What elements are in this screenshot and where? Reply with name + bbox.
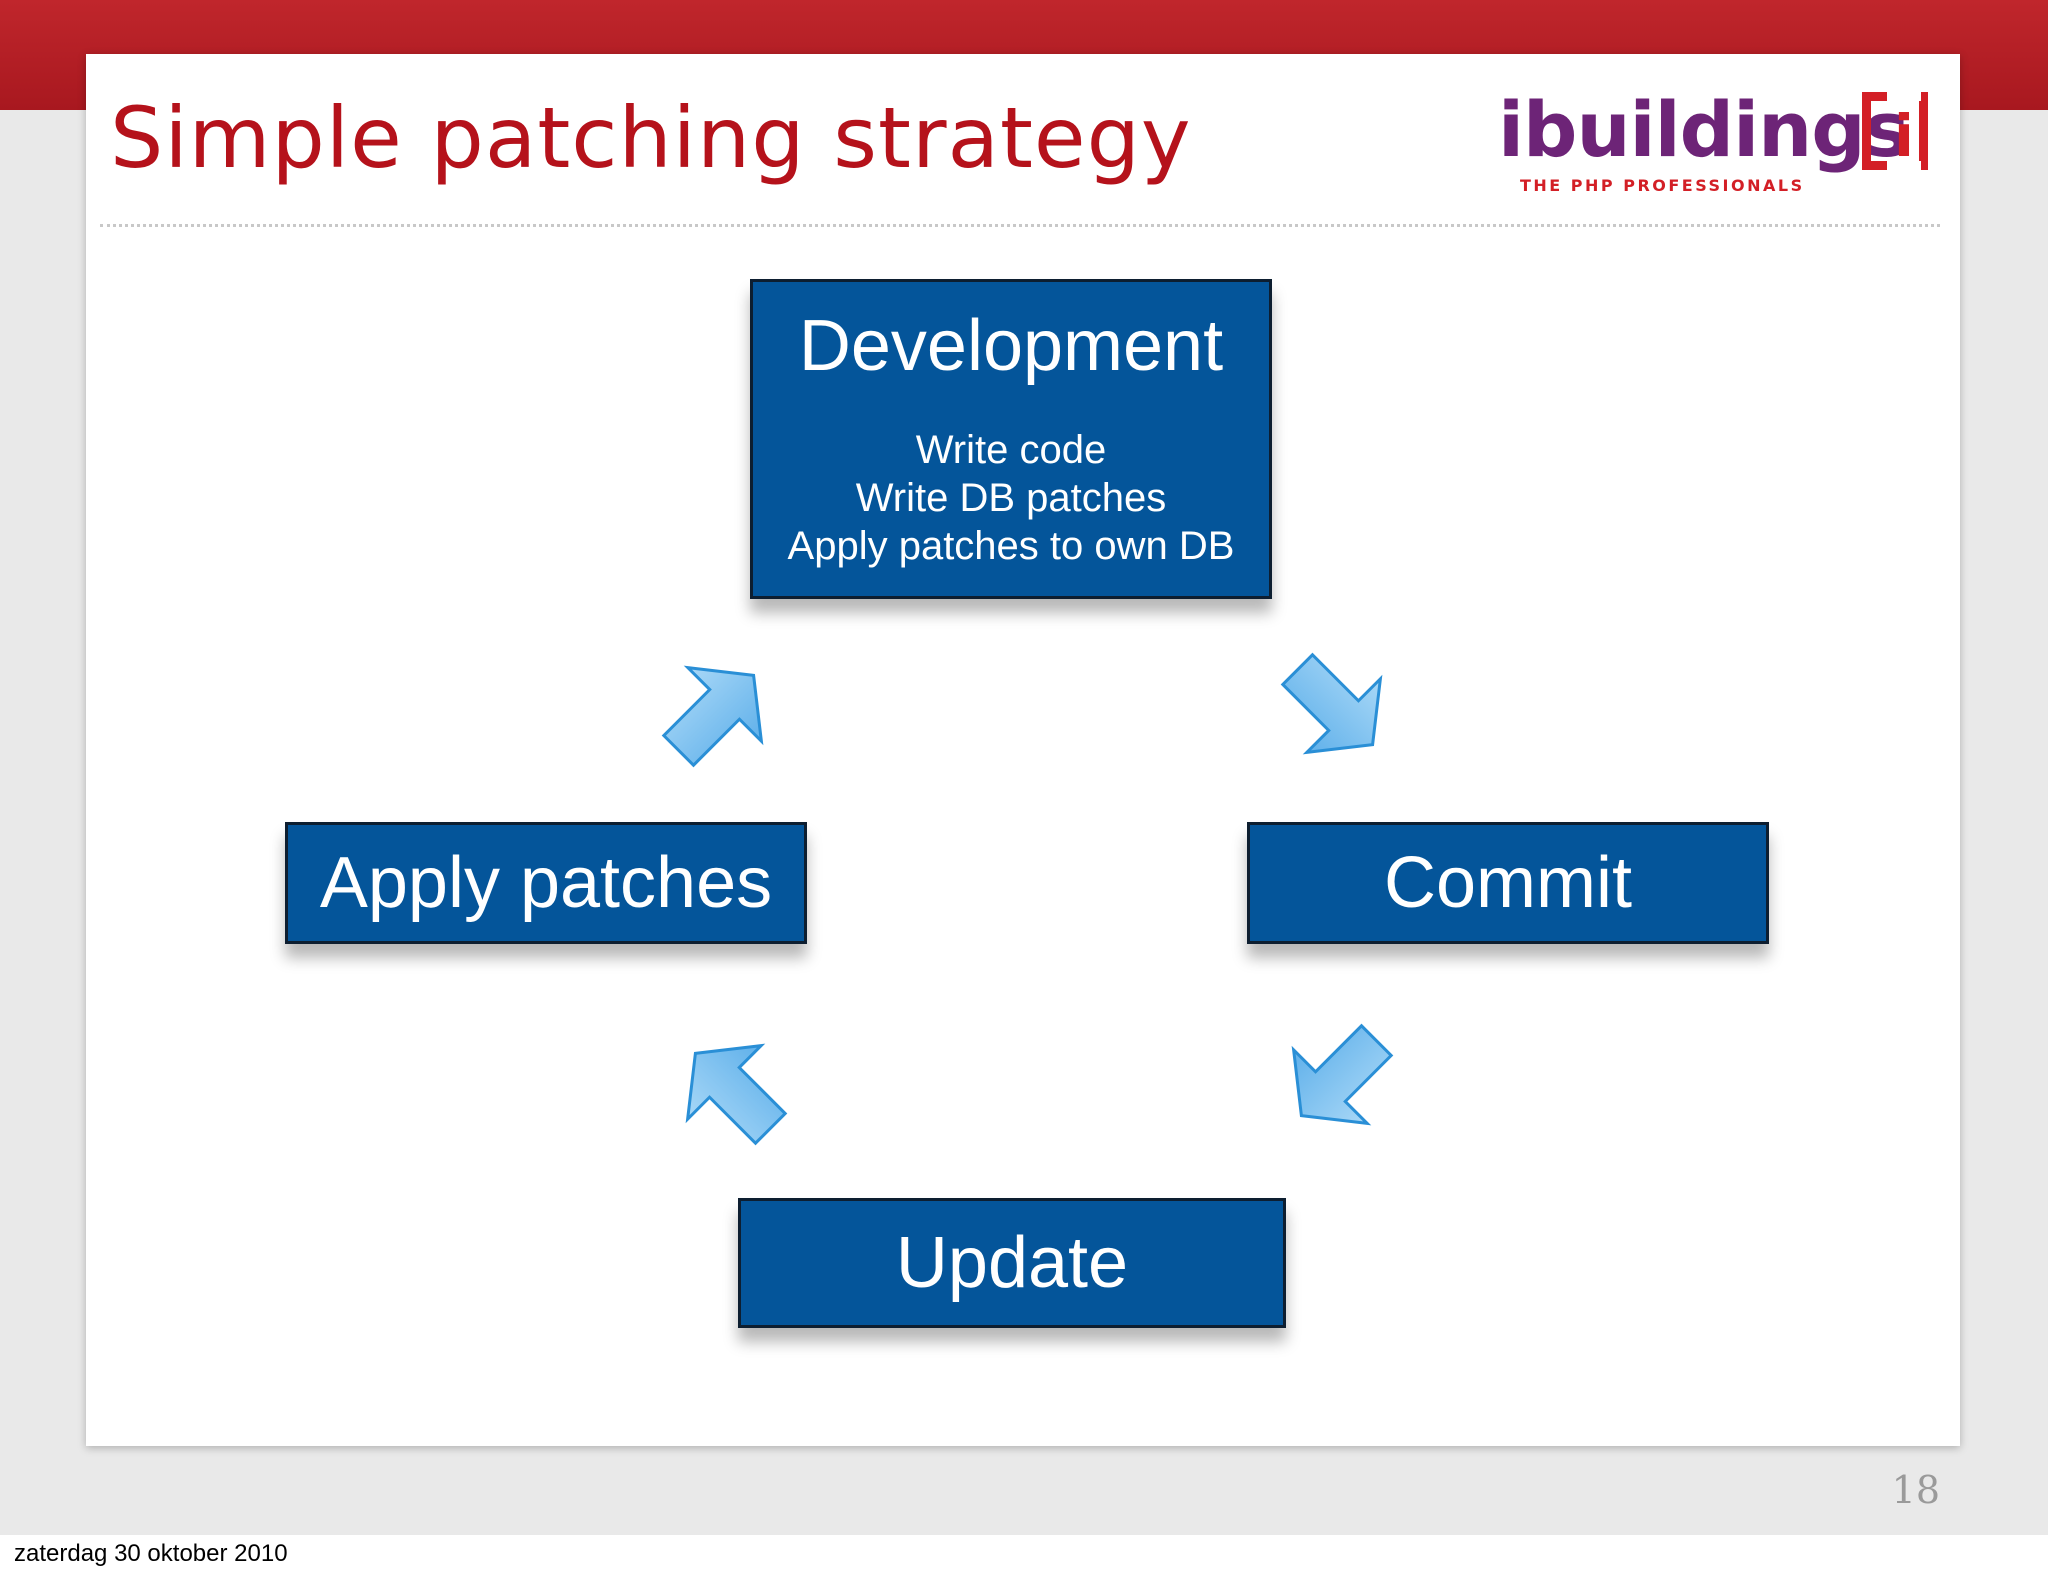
update-label: Update [895,1223,1129,1303]
logo-bracket-icon: i [1862,92,1928,170]
title-divider [100,224,1940,227]
apply-patches-box: Apply patches [285,822,807,944]
development-box: Development Write code Write DB patches … [750,279,1272,599]
page-number: 18 [1891,1468,1940,1512]
development-detail-write-db-patches: Write DB patches [855,476,1167,520]
logo-wordmark: ibuildings [1498,85,1910,174]
ibuildings-logo: ibuildings i THE PHP PROFESSIONALS [1490,82,1960,202]
footer-date: zaterdag 30 oktober 2010 [14,1540,288,1567]
logo-bracket-letter: i [1894,102,1914,170]
development-label: Development [798,306,1224,386]
slide-title: Simple patching strategy [110,89,1192,187]
logo-tagline: THE PHP PROFESSIONALS [1520,176,1805,195]
apply-patches-label: Apply patches [319,843,773,923]
development-detail-write-code: Write code [915,428,1107,472]
commit-box: Commit [1247,822,1769,944]
update-box: Update [738,1198,1286,1328]
development-details: Write code Write DB patches Apply patche… [753,426,1269,570]
commit-label: Commit [1384,843,1632,923]
development-detail-apply-to-own-db: Apply patches to own DB [787,524,1235,568]
